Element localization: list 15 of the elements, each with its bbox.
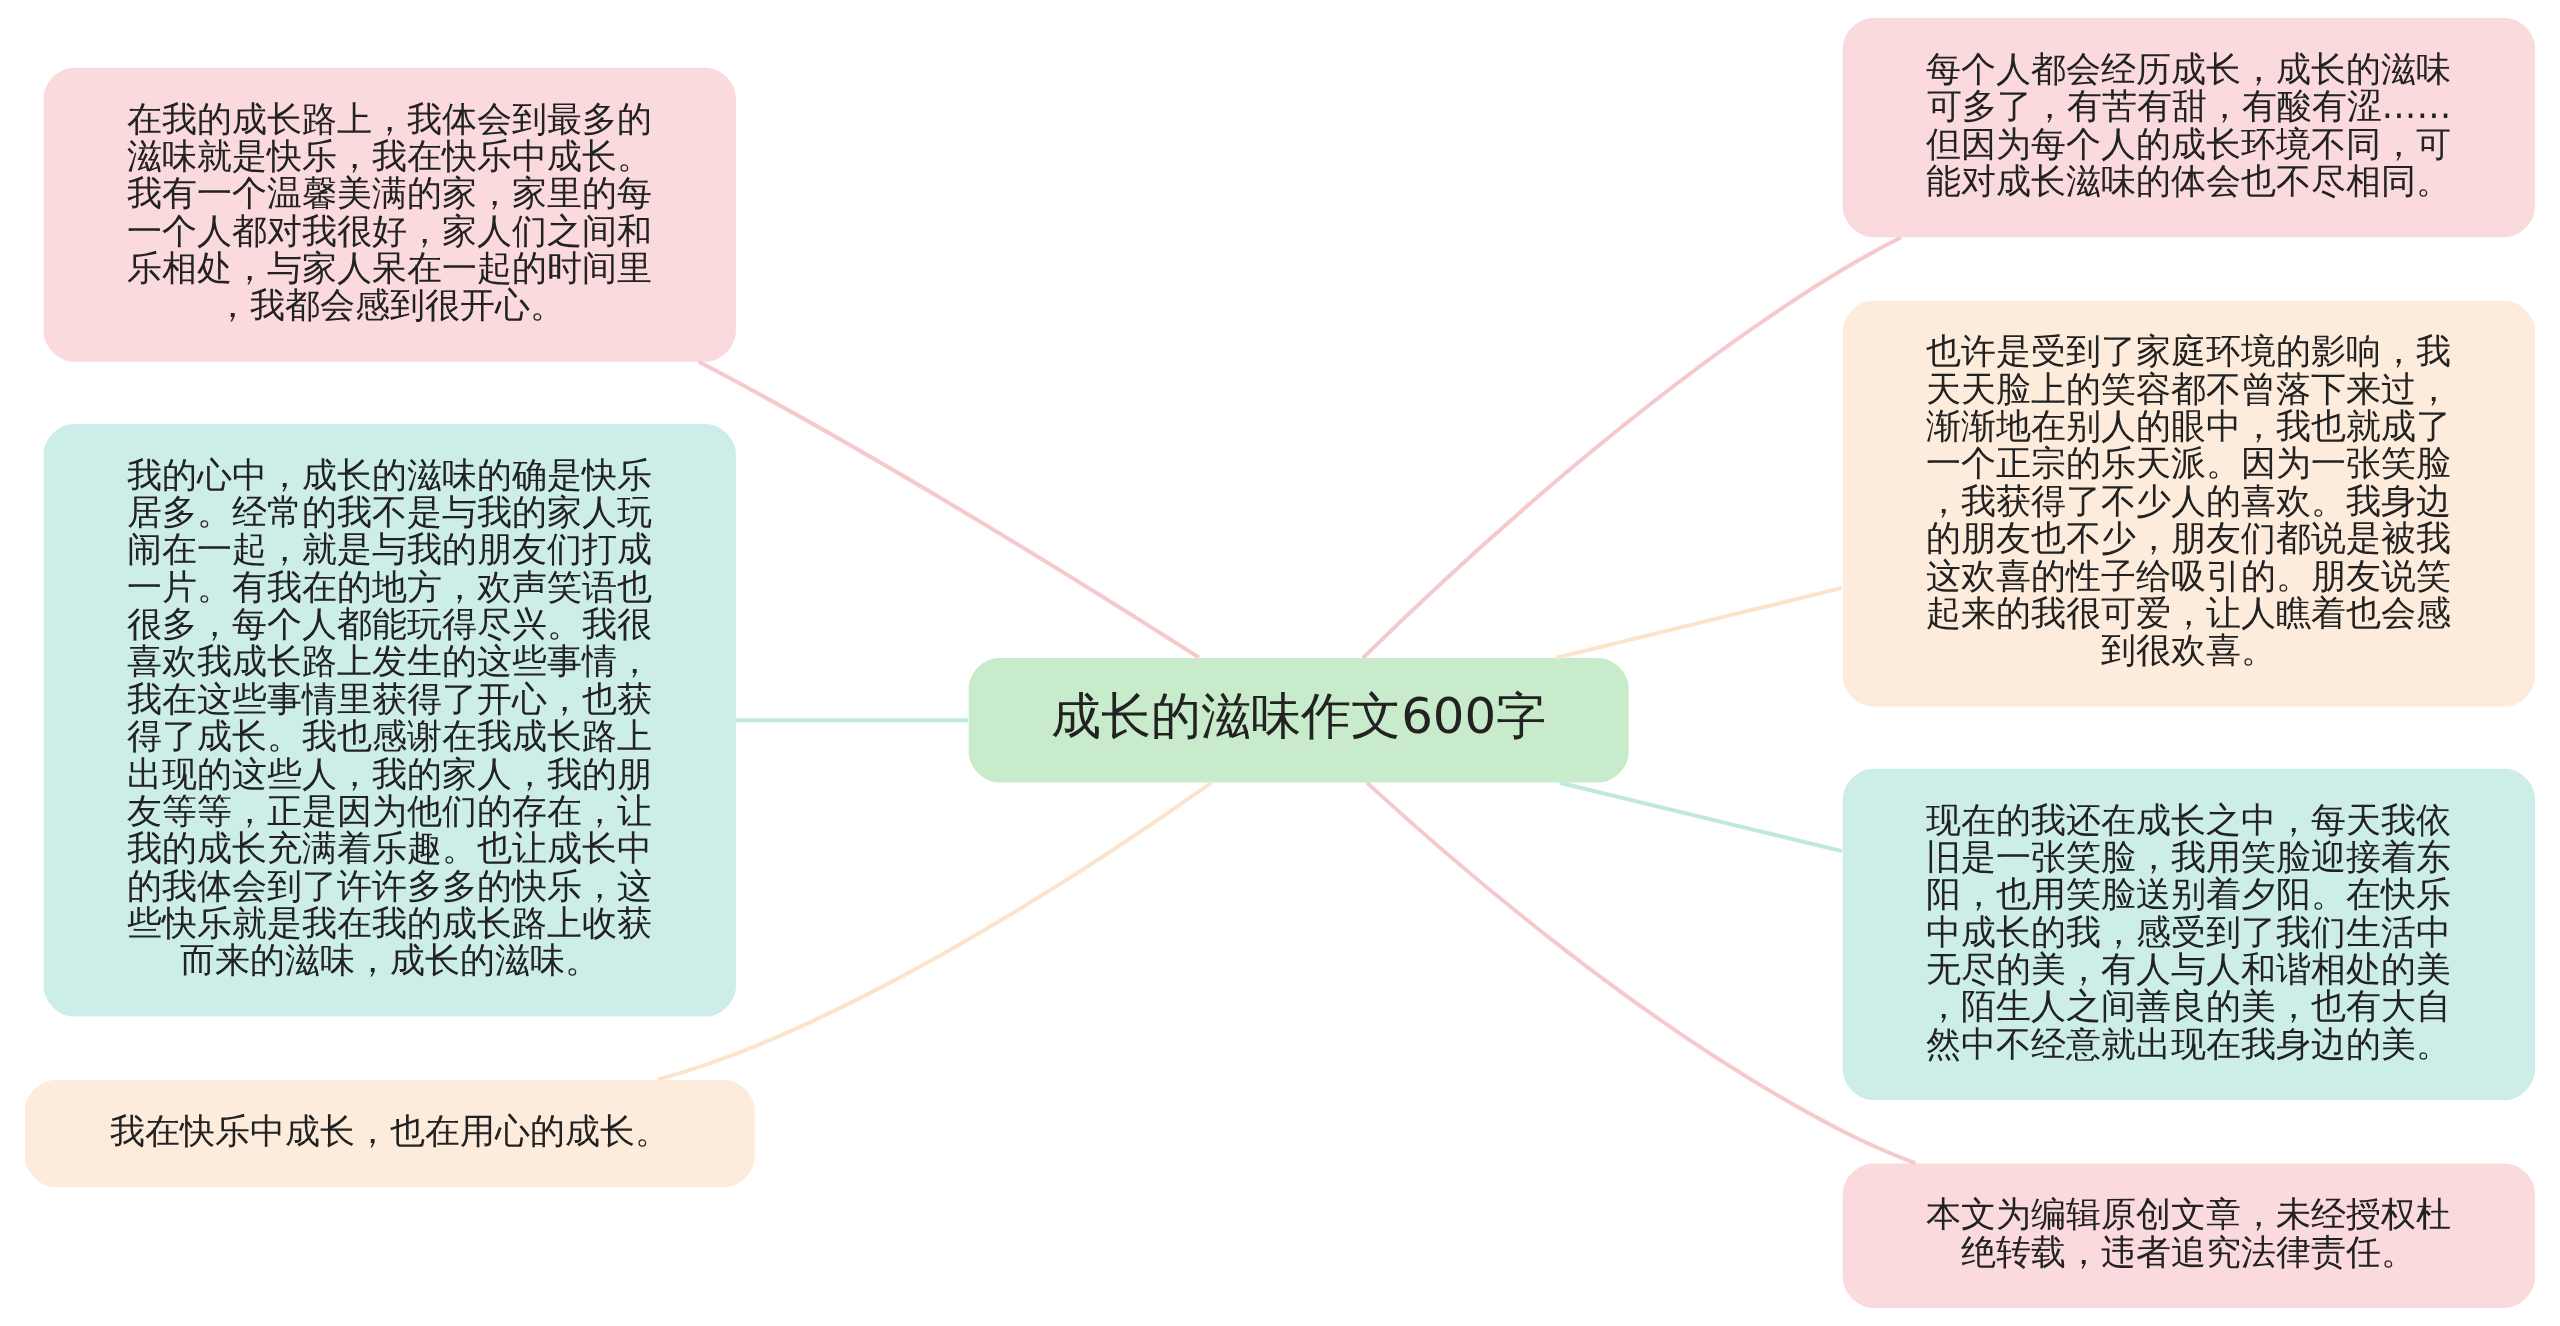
connector [697, 360, 1200, 660]
connector [1361, 235, 1902, 660]
connector [1555, 586, 1843, 660]
node-box: 也许是受到了家庭环境的影响，我天天脸上的笑容都不曾落下来过，渐渐地在别人的眼中，我也就成了一个正宗的乐天派。因为一张笑脸，我获得了不少人的喜欢。我身边的朋友也不少，朋友们都说是被我这欢喜的性子给吸引的。朋友说笑起来的我很可爱，让人瞧着也会感到很欢喜。 [1842, 300, 2536, 707]
node-box: 本文为编辑原创文章，未经授权杜绝转载，违者追究法律责任。 [1842, 1163, 2536, 1308]
connector [1365, 781, 1917, 1166]
connector [656, 781, 1213, 1082]
node-box: 我在快乐中成长，也在用心的成长。 [24, 1080, 755, 1188]
connector [735, 718, 969, 723]
node-box: 在我的成长路上，我体会到最多的滋味就是快乐，我在快乐中成长。我有一个温馨美满的家，家里的每一个人都对我很好，家人们之间和乐相处，与家人呆在一起的时间里，我都会感到很开心。 [43, 67, 736, 362]
node-box: 我的心中，成长的滋味的确是快乐居多。经常的我不是与我的家人玩闹在一起，就是与我的朋友们打成一片。有我在的地方，欢声笑语也很多，每个人都能玩得尽兴。我很喜欢我成长路上发生的这些事情，我在这些事情里获得了开心，也获得了成长。我也感谢在我成长路上出现的这些人，我的家人，我的朋友等等，正是因为他们的存在，让我的成长充满着乐趣。也让成长中的我体会到了许许多多的快乐，这些快乐就是我在我的成长路上收获而来的滋味，成长的滋味。 [43, 423, 736, 1017]
node-box: 每个人都会经历成长，成长的滋味可多了，有苦有甜，有酸有涩……但因为每个人的成长环境不同，可能对成长滋味的体会也不尽相同。 [1842, 18, 2536, 238]
connector [1559, 780, 1843, 854]
node-box: 成长的滋味作文600字 [968, 658, 1629, 783]
node-box: 现在的我还在成长之中，每天我依旧是一张笑脸，我用笑脸迎接着东阳，也用笑脸送别着夕阳。在快乐中成长的我，感受到了我们生活中无尽的美，有人与人和谐相处的美，陌生人之间善良的美，也有大自然中不经意就出现在我身边的美。 [1842, 768, 2536, 1100]
